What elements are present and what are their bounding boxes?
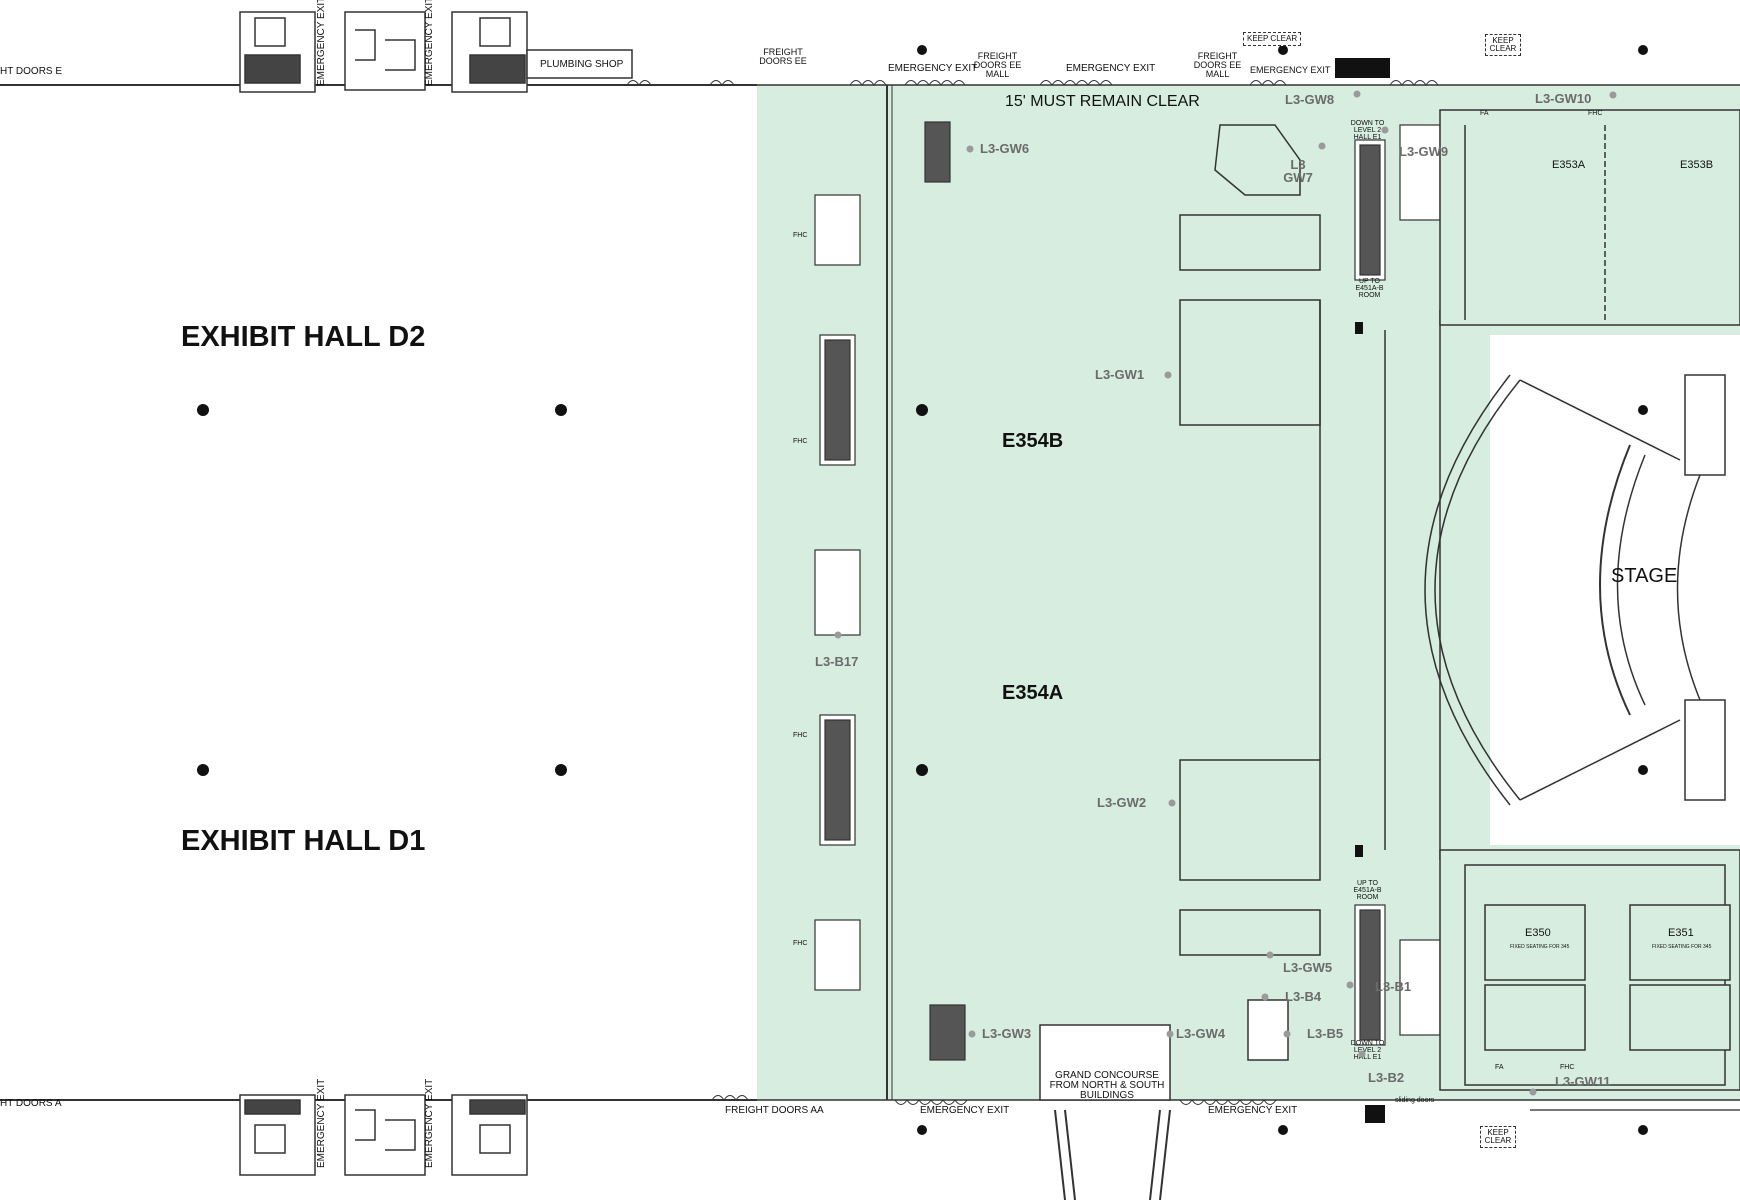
- room-e350-note: FIXED SEATING FOR 345: [1510, 944, 1570, 950]
- room-e350-label[interactable]: E350: [1525, 927, 1551, 939]
- room-e354b-label[interactable]: E354B: [1002, 430, 1064, 452]
- must-remain-clear-note: 15' MUST REMAIN CLEAR: [1005, 93, 1200, 110]
- up-to-room-bottom: UP TO E451A-B ROOM: [1353, 880, 1382, 901]
- emergency-exit-top-1: EMERGENCY EXIT: [888, 63, 978, 74]
- freight-doors-ee-mall-label: FREIGHT DOORS EE MALL: [973, 51, 1022, 79]
- gateway-l3-b5[interactable]: L3-B5: [1307, 1026, 1344, 1041]
- down-to-level2-bottom: DOWN TO LEVEL 2 HALL E1: [1350, 1040, 1385, 1061]
- gateway-l3-gw3[interactable]: L3-GW3: [982, 1026, 1032, 1041]
- sliding-doors-label: sliding doors: [1395, 1097, 1435, 1104]
- gateway-l3-gw10[interactable]: L3-GW10: [1535, 91, 1592, 106]
- emergency-exit-top-3: EMERGENCY EXIT: [1250, 65, 1331, 75]
- top-core-left: [239, 11, 633, 93]
- gateway-l3-gw2[interactable]: L3-GW2: [1097, 795, 1147, 810]
- grand-concourse-label[interactable]: GRAND CONCOURSE FROM NORTH & SOUTH BUILD…: [1049, 1070, 1165, 1101]
- gateway-l3-b1[interactable]: L3-B1: [1375, 979, 1412, 994]
- room-e351-note: FIXED SEATING FOR 345: [1652, 944, 1712, 950]
- plumbing-shop-label[interactable]: PLUMBING SHOP: [540, 59, 624, 70]
- keep-clear-box-2: KEEP CLEAR: [1485, 34, 1521, 56]
- fhc-label-6: FHC: [1560, 1064, 1575, 1071]
- auditorium-area: [1490, 335, 1740, 845]
- gateway-l3-gw1[interactable]: L3-GW1: [1095, 367, 1145, 382]
- gateway-l3-gw5[interactable]: L3-GW5: [1283, 960, 1333, 975]
- escalators-right: [1354, 124, 1441, 1046]
- bottom-core-left: [239, 1094, 528, 1176]
- freight-doors-ee-label: FREIGHT DOORS EE: [759, 47, 807, 66]
- room-e354a-label[interactable]: E354A: [1002, 682, 1064, 704]
- doors-a-label: HT DOORS A: [0, 1098, 62, 1109]
- stage-label[interactable]: STAGE: [1611, 565, 1678, 587]
- room-e353a-label[interactable]: E353A: [1552, 159, 1586, 171]
- gateway-l3-gw6[interactable]: L3-GW6: [980, 141, 1030, 156]
- doors-e-label: HT DOORS E: [0, 66, 63, 77]
- gateway-l3-gw9[interactable]: L3-GW9: [1399, 144, 1449, 159]
- freight-doors-ee-mall-label-2: FREIGHT DOORS EE MALL: [1193, 51, 1242, 79]
- center-cores: [1039, 124, 1321, 1101]
- hall-columns: [197, 404, 567, 776]
- auditorium: [1424, 374, 1726, 806]
- gateway-l3-b4[interactable]: L3-B4: [1285, 989, 1322, 1004]
- black-markers: [1335, 58, 1390, 1123]
- room-e353b-label[interactable]: E353B: [1680, 159, 1714, 171]
- keep-clear-box-1: KEEP CLEAR: [1243, 32, 1302, 46]
- wall-fixtures: [814, 121, 966, 1061]
- top-door-swings: [626, 80, 1439, 86]
- emergency-exit-bottom-2: EMERGENCY EXIT: [1208, 1105, 1298, 1116]
- fhc-label-5: FHC: [1588, 110, 1603, 117]
- exhibit-hall-d2-label[interactable]: EXHIBIT HALL D2: [181, 321, 426, 353]
- gateway-l3-gw7[interactable]: L3 GW7: [1283, 157, 1313, 185]
- fa-label-2: FA: [1495, 1064, 1504, 1071]
- keep-clear-box-3: KEEP CLEAR: [1480, 1126, 1516, 1148]
- fhc-label-3: FHC: [793, 732, 808, 739]
- up-to-room-top: UP TO E451A-B ROOM: [1355, 278, 1384, 299]
- gateway-l3-gw4[interactable]: L3-GW4: [1176, 1026, 1226, 1041]
- lobby-area: [757, 85, 1740, 1100]
- gateway-l3-gw11[interactable]: L3-GW11: [1555, 1074, 1611, 1089]
- gateway-l3-gw8[interactable]: L3-GW8: [1285, 92, 1335, 107]
- e353-block: [1439, 109, 1740, 326]
- room-e351-label[interactable]: E351: [1668, 927, 1694, 939]
- bottom-door-swings: [711, 1095, 1277, 1105]
- lobby-columns: [916, 45, 1648, 1135]
- fhc-label-2: FHC: [793, 438, 808, 445]
- freight-doors-aa-label: FREIGHT DOORS AA: [725, 1105, 824, 1116]
- exhibit-hall-d1-label[interactable]: EXHIBIT HALL D1: [181, 825, 426, 857]
- gateway-l3-b2[interactable]: L3-B2: [1368, 1070, 1405, 1085]
- gateway-l3-b17[interactable]: L3-B17: [815, 654, 859, 669]
- fhc-label-1: FHC: [793, 232, 808, 239]
- fhc-label-4: FHC: [793, 940, 808, 947]
- concourse-ramps: [1054, 1109, 1171, 1200]
- down-to-level2-top: DOWN TO LEVEL 2 HALL E1: [1350, 120, 1385, 141]
- e350-block: [1439, 849, 1740, 1091]
- emergency-exit-top-2: EMERGENCY EXIT: [1066, 63, 1156, 74]
- emergency-exit-bottom-1: EMERGENCY EXIT: [920, 1105, 1010, 1116]
- fa-label-1: FA: [1480, 110, 1489, 117]
